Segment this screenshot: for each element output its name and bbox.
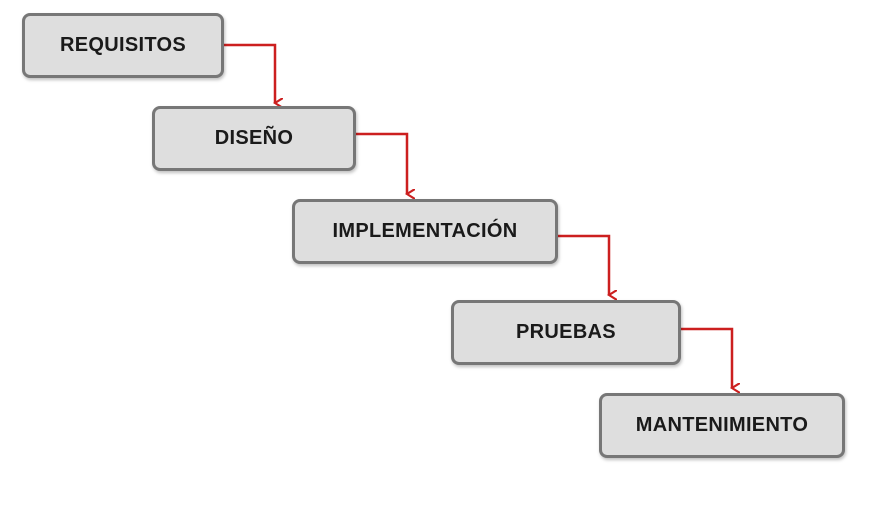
stage-label: REQUISITOS [60,34,186,56]
stage-label: DISEÑO [214,127,294,149]
stage-label: IMPLEMENTACIÓN [332,220,518,242]
arrow-pruebas-to-mantenimiento [681,327,732,388]
stage-requisitos: REQUISITOS [22,13,224,78]
stage-label: PRUEBAS [516,321,616,343]
arrow-implementacion-to-pruebas [558,234,609,295]
arrow-diseno-to-implementacion [356,132,407,194]
stage-mantenimiento: MANTENIMIENTO [599,393,845,458]
stage-pruebas: PRUEBAS [451,300,681,365]
arrow-requisitos-to-diseno [224,43,275,103]
stage-implementacion: IMPLEMENTACIÓN [292,199,558,264]
stage-label: MANTENIMIENTO [635,414,809,436]
stage-diseno: DISEÑO [152,106,356,171]
